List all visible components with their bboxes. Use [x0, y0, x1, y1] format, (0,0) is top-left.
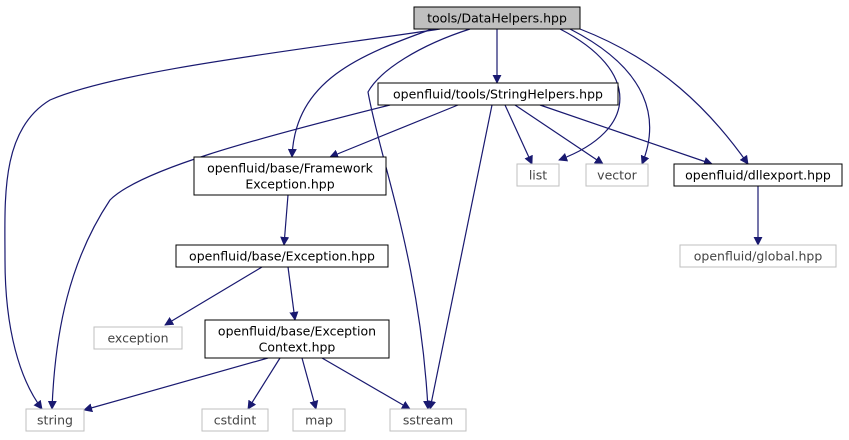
- node-openfluid-tools-stringhelpers[interactable]: openfluid/tools/StringHelpers.hpp: [377, 82, 619, 106]
- node-box: [516, 163, 560, 187]
- edge-sh-to-framework: [329, 104, 459, 159]
- node-box: [25, 408, 85, 432]
- node-box: [175, 244, 389, 268]
- node-tools-datahelpers[interactable]: tools/DataHelpers.hpp: [413, 6, 581, 30]
- node-label: map: [305, 413, 333, 428]
- edge-sh-to-sstream: [427, 104, 493, 410]
- node-label: sstream: [403, 413, 453, 428]
- dependency-edges: [4, 28, 763, 413]
- edge-dh-to-vector: [569, 28, 651, 165]
- node-label: vector: [597, 168, 638, 183]
- edge-ctx-to-cstdint: [247, 357, 281, 410]
- edge-ex-to-exception: [164, 266, 263, 326]
- edge-sh-to-dllexport: [539, 104, 713, 166]
- node-box: [93, 326, 183, 350]
- edge-dh-to-list: [558, 28, 621, 162]
- node-label: tools/DataHelpers.hpp: [427, 11, 567, 26]
- node-exception[interactable]: exception: [93, 326, 183, 350]
- node-string[interactable]: string: [25, 408, 85, 432]
- edge-ctx-to-sstream: [321, 357, 411, 410]
- edge-ctx-to-string: [83, 357, 269, 413]
- node-box: [377, 82, 619, 106]
- edge-ctx-to-map: [301, 357, 319, 410]
- node-label: openfluid/dllexport.hpp: [685, 168, 831, 183]
- node-label: cstdint: [214, 413, 257, 428]
- edge-ex-to-context: [287, 266, 299, 321]
- edge-sh-to-string: [47, 104, 391, 410]
- node-box: [585, 163, 649, 187]
- node-vector[interactable]: vector: [585, 163, 649, 187]
- edge-dh-to-framework: [287, 28, 433, 158]
- node-box: [679, 244, 837, 268]
- edge-sh-to-list: [504, 104, 533, 165]
- node-box: [673, 163, 843, 187]
- node-box: [204, 319, 390, 359]
- node-label: list: [529, 168, 547, 183]
- node-box: [193, 156, 387, 196]
- node-sstream[interactable]: sstream: [389, 408, 467, 432]
- node-box: [201, 408, 269, 432]
- node-openfluid-dllexport[interactable]: openfluid/dllexport.hpp: [673, 163, 843, 187]
- edge-fe-to-exception: [280, 194, 290, 246]
- node-openfluid-base-exception[interactable]: openfluid/base/Exception.hpp: [175, 244, 389, 268]
- node-box: [413, 6, 581, 30]
- edge-dh-to-dllexport: [579, 28, 749, 165]
- edge-dh-to-string: [4, 28, 441, 410]
- node-cstdint[interactable]: cstdint: [201, 408, 269, 432]
- node-label: openfluid/base/Exception.hpp: [189, 249, 375, 264]
- node-label: exception: [107, 331, 168, 346]
- node-map[interactable]: map: [292, 408, 346, 432]
- node-box: [389, 408, 467, 432]
- node-label: openfluid/base/Exception: [218, 324, 376, 339]
- edge-sh-to-vector: [514, 104, 604, 165]
- edge-dh-to-sstream: [367, 28, 471, 410]
- node-label: Exception.hpp: [245, 177, 334, 192]
- node-label: openfluid/global.hpp: [694, 249, 823, 264]
- node-openfluid-global[interactable]: openfluid/global.hpp: [679, 244, 837, 268]
- node-label: openfluid/base/Framework: [207, 161, 374, 176]
- node-list[interactable]: list: [516, 163, 560, 187]
- node-label: Context.hpp: [259, 340, 336, 355]
- node-label: openfluid/tools/StringHelpers.hpp: [393, 87, 603, 102]
- graph-nodes: tools/DataHelpers.hpp openfluid/tools/Str…: [25, 6, 843, 432]
- node-box: [292, 408, 346, 432]
- node-label: string: [37, 413, 73, 428]
